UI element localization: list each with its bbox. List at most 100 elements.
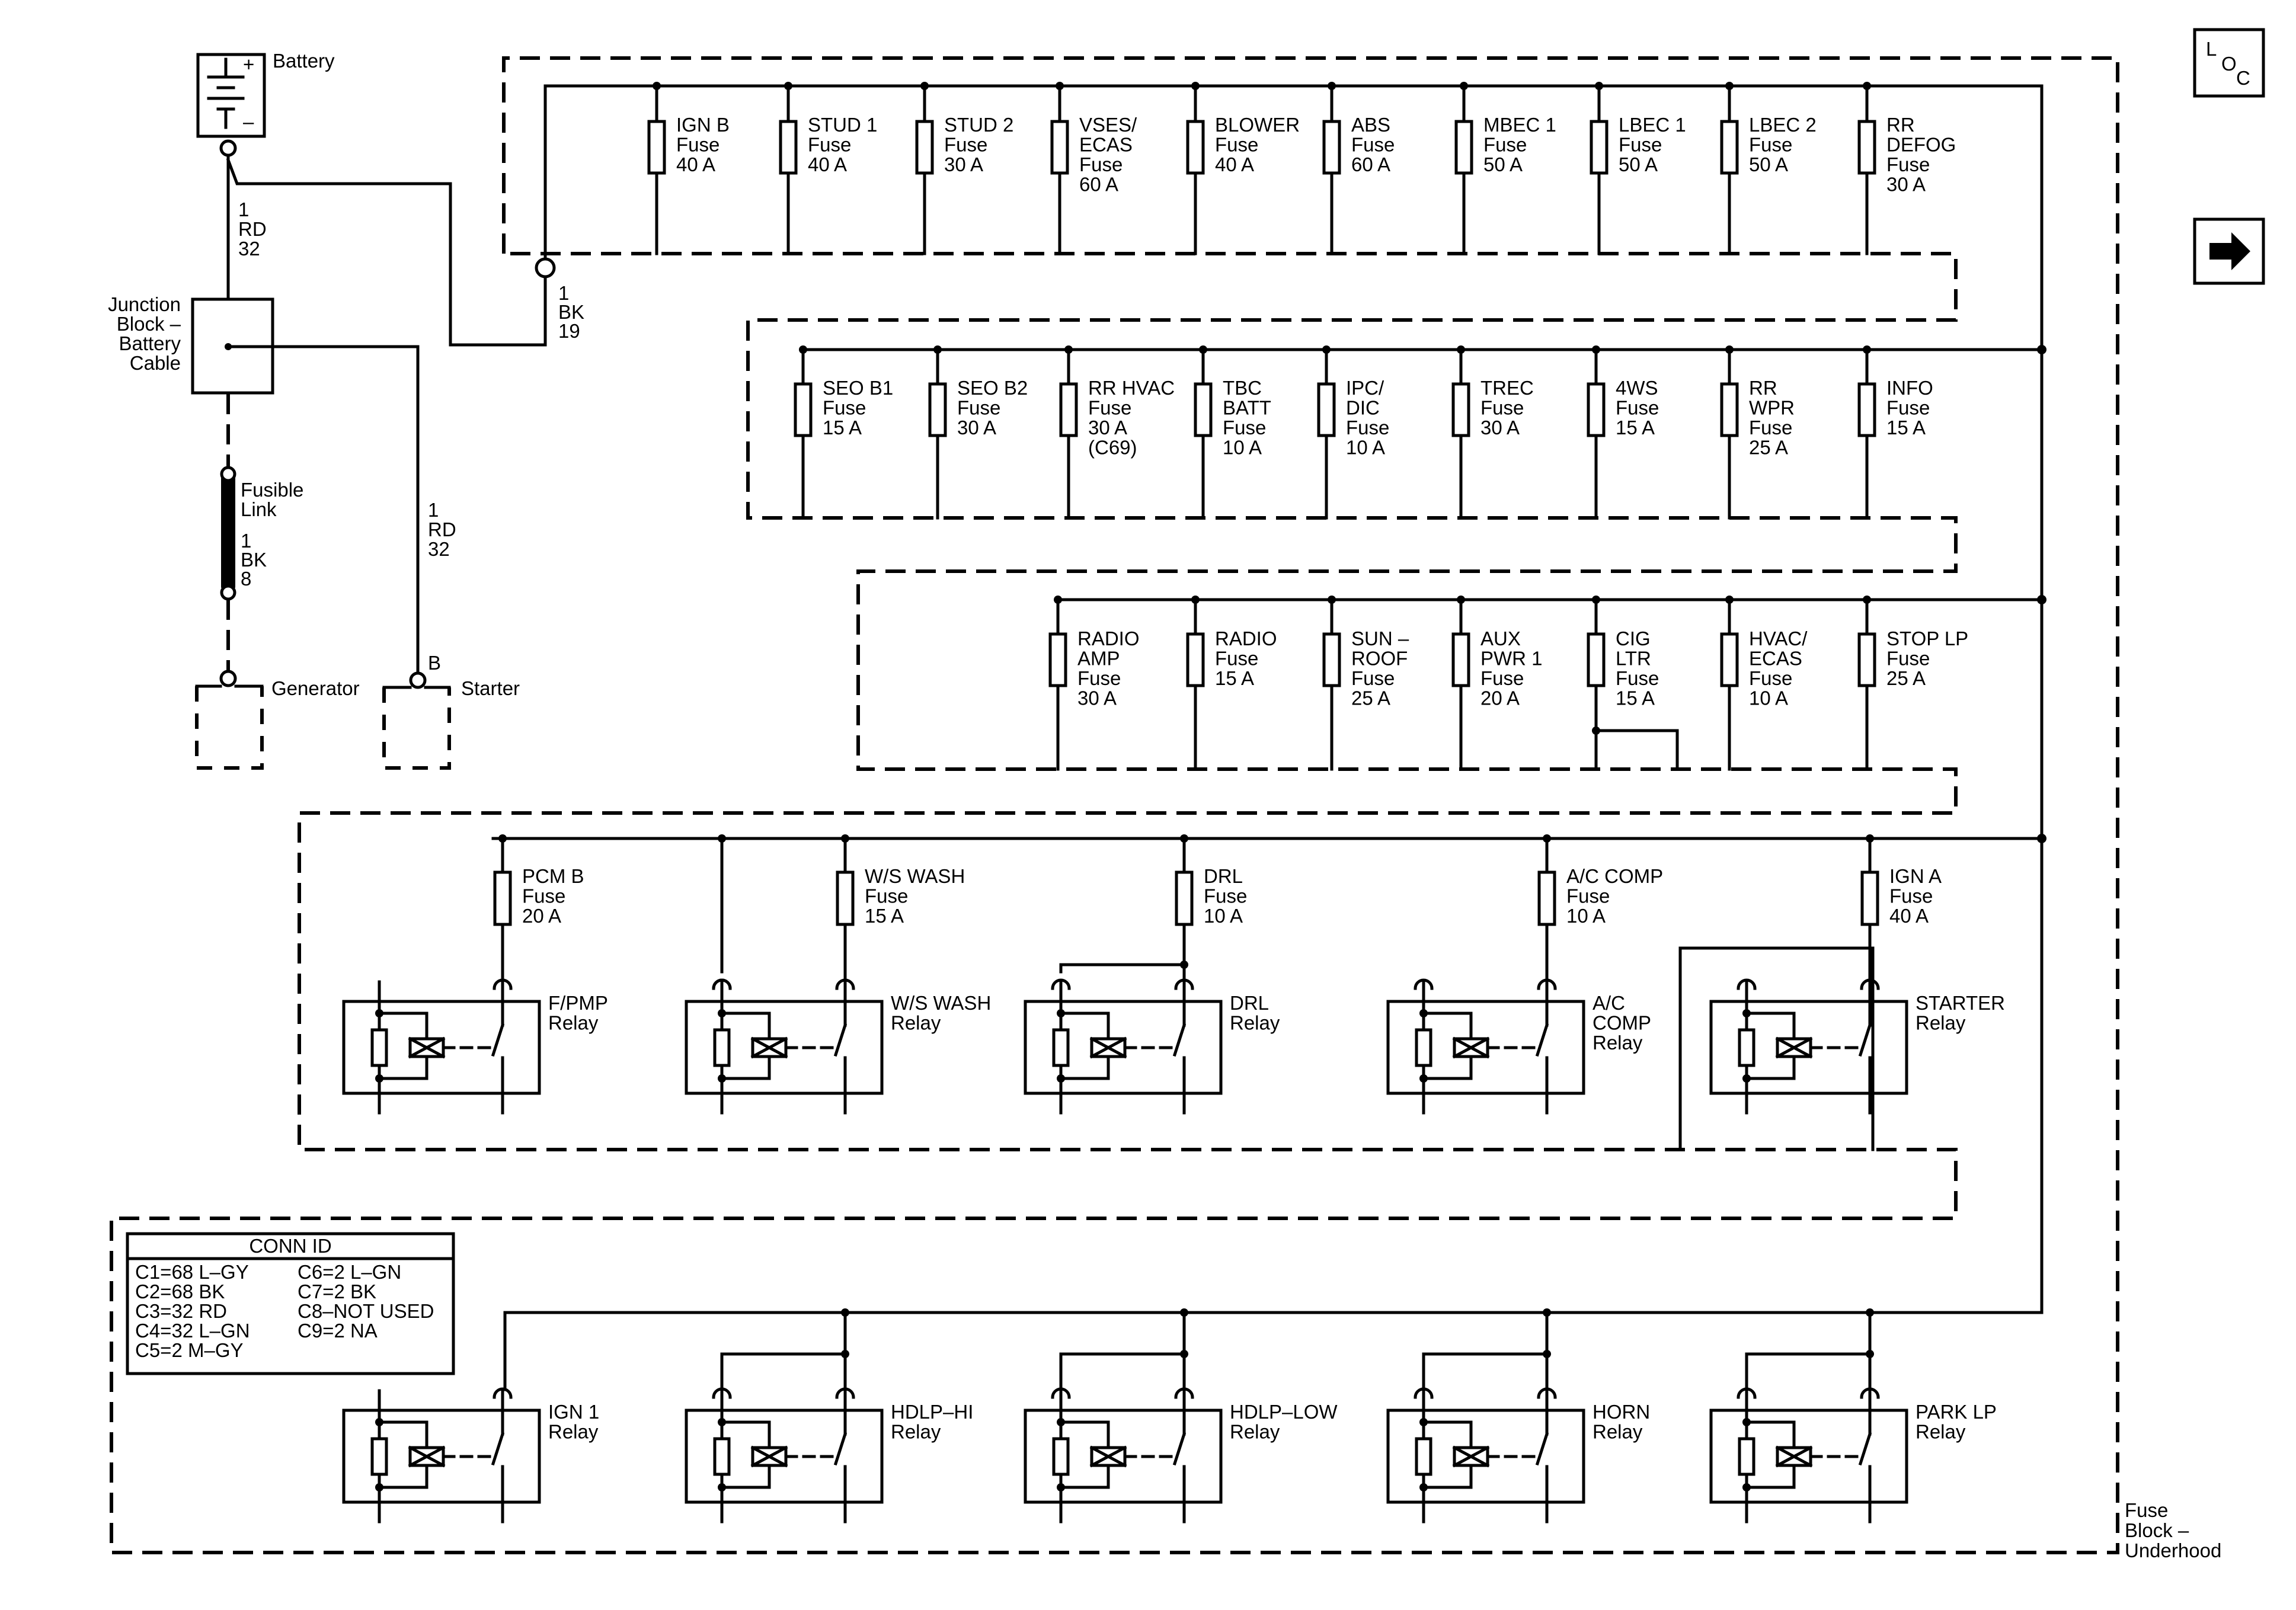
loc-icon-l: L <box>2206 38 2217 60</box>
stop-lp-fuse-line1: STOP LP <box>1886 628 1968 649</box>
seo-b2-fuse-line3: 30 A <box>957 417 996 438</box>
conn-id-c1: C1=68 L–GY <box>135 1261 249 1283</box>
right-arrow-icon[interactable] <box>2193 217 2265 285</box>
fusible-link <box>221 474 235 591</box>
fusible-link-label2: Link <box>241 498 277 520</box>
ipc-fuse-line3: Fuse <box>1346 417 1389 438</box>
pcm-b-fuse-body <box>493 870 512 926</box>
info-fuse-line2: Fuse <box>1886 397 1930 419</box>
radio-fuse-line3: 15 A <box>1215 667 1254 689</box>
conn-id-table: CONN ID C1=68 L–GY C2=68 BK C3=32 RD C4=… <box>126 1232 455 1375</box>
rr-fuse-line3: Fuse <box>1749 417 1792 438</box>
stop-lp-fuse-line3: 25 A <box>1886 667 1926 689</box>
bus-junction <box>2037 834 2046 843</box>
stop-lp-fuse-line2: Fuse <box>1886 648 1930 670</box>
tbc-fuse-line2: BATT <box>1223 397 1271 419</box>
ign-b-fuse-line1: IGN B <box>676 114 730 136</box>
abs-fuse-line2: Fuse <box>1351 134 1395 156</box>
conn-id-c9: C9=2 NA <box>298 1320 378 1342</box>
generator-terminal <box>219 670 237 687</box>
ign-1-relay-line2: Relay <box>548 1421 599 1443</box>
trec-fuse-line2: Fuse <box>1480 397 1524 419</box>
bus-junction <box>2037 595 2046 604</box>
ign-a-fuse-line2: Fuse <box>1889 885 1933 907</box>
junction-block-line4: Cable <box>130 352 181 374</box>
fuse-block-outline <box>110 56 2119 1554</box>
bus-junction <box>2037 345 2046 354</box>
junction-block: Junction Block – Battery Cable <box>108 293 420 395</box>
lbec-2-fuse-line1: LBEC 2 <box>1749 114 1817 136</box>
rr-hvac-fuse-line1: RR HVAC <box>1088 377 1175 399</box>
sun-fuse-line1: SUN – <box>1351 628 1409 649</box>
mbec-1-fuse-line1: MBEC 1 <box>1483 114 1556 136</box>
conn-id-c5: C5=2 M–GY <box>135 1339 244 1361</box>
4ws-fuse-body <box>1587 382 1606 437</box>
info-fuse-body <box>1857 382 1876 437</box>
starter-terminal-label: B <box>428 652 441 674</box>
abs-fuse-line1: ABS <box>1351 114 1390 136</box>
f-pmp-relay-line1: F/PMP <box>548 992 608 1014</box>
park-lp-relay-line2: Relay <box>1916 1421 1966 1443</box>
ign-a-fuse-line3: 40 A <box>1889 905 1929 927</box>
rr-fuse-line3: Fuse <box>1886 153 1930 175</box>
conn-id-title: CONN ID <box>249 1235 331 1257</box>
lbec-1-fuse-line2: Fuse <box>1619 134 1662 156</box>
info-fuse-line1: INFO <box>1886 377 1933 399</box>
w-s-wash-fuse-line3: 15 A <box>865 905 904 927</box>
stud-1-fuse-line2: Fuse <box>808 134 851 156</box>
4ws-fuse-line2: Fuse <box>1616 397 1659 419</box>
trec-fuse-line1: TREC <box>1480 377 1534 399</box>
starter-relay-line1: STARTER <box>1916 992 2005 1014</box>
hdlp-hi-relay-line1: HDLP–HI <box>891 1401 973 1423</box>
sun-fuse-line3: Fuse <box>1351 667 1395 689</box>
rr-hvac-fuse-line3: 30 A <box>1088 417 1127 438</box>
f-pmp-relay-line2: Relay <box>548 1012 599 1034</box>
cig-fuse-body <box>1587 632 1606 687</box>
ign-1-relay-line1: IGN 1 <box>548 1401 599 1423</box>
rr-hvac-fuse-body <box>1059 382 1078 437</box>
4ws-fuse-line3: 15 A <box>1616 417 1655 438</box>
blower-fuse-line3: 40 A <box>1215 153 1254 175</box>
mbec-1-fuse-line2: Fuse <box>1483 134 1527 156</box>
loc-icon[interactable]: L O C <box>2193 28 2265 98</box>
radio-fuse-line4: 30 A <box>1077 687 1117 709</box>
conn-id-c6: C6=2 L–GN <box>298 1261 401 1283</box>
bk-wire-color: BK <box>558 301 584 323</box>
4ws-fuse-line1: 4WS <box>1616 377 1658 399</box>
stud-1-fuse-body <box>779 120 798 175</box>
generator-box <box>195 686 264 770</box>
lbec-1-fuse-body <box>1590 120 1609 175</box>
rr-fuse-line4: 30 A <box>1886 174 1926 196</box>
vses-fuse-line2: ECAS <box>1079 134 1133 156</box>
blower-fuse-body <box>1186 120 1205 175</box>
radio-fuse-line1: RADIO <box>1215 628 1277 649</box>
drl-fuse-line1: DRL <box>1204 865 1243 887</box>
starter-wire-color: RD <box>428 518 456 540</box>
ign-b-fuse-body <box>647 120 666 175</box>
a-c-comp-fuse-line2: Fuse <box>1566 885 1610 907</box>
seo-b1-fuse-line3: 15 A <box>823 417 862 438</box>
trec-fuse-body <box>1451 382 1470 437</box>
drl-fuse-line2: Fuse <box>1204 885 1247 907</box>
cig-fuse-line2: LTR <box>1616 648 1651 670</box>
w-s-wash-relay-line1: W/S WASH <box>891 992 991 1014</box>
bk-wire-size: 1 <box>558 282 569 304</box>
stop-lp-fuse-body <box>1857 632 1876 687</box>
top-wire-gauge: 32 <box>238 238 260 260</box>
mbec-1-fuse-line3: 50 A <box>1483 153 1523 175</box>
conn-id-c7: C7=2 BK <box>298 1281 376 1302</box>
